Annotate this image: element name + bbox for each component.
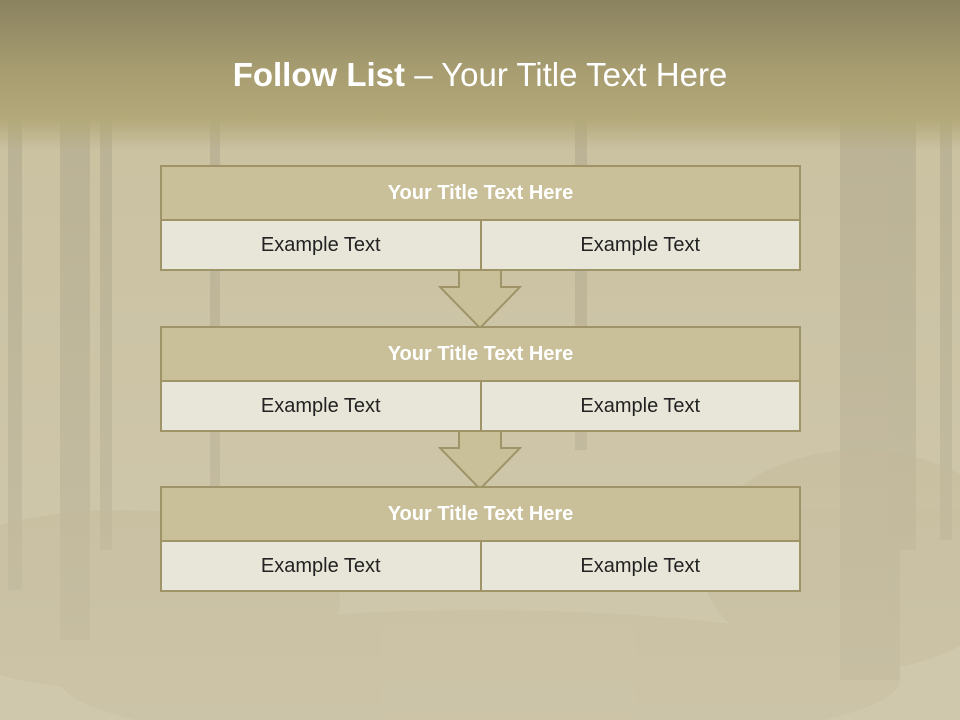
flow-step-row: Example Text Example Text <box>160 542 801 592</box>
page-title: Follow List – Your Title Text Here <box>0 56 960 94</box>
flow-step-cell-left: Example Text <box>160 221 482 271</box>
flow-step-cell-left: Example Text <box>160 382 482 432</box>
page-title-rest: – Your Title Text Here <box>405 56 728 93</box>
flow-step-cell-right: Example Text <box>481 382 801 432</box>
page-title-bold: Follow List <box>232 56 406 93</box>
flow-step-1: Your Title Text Here Example Text Exampl… <box>160 165 801 271</box>
flow-step-title: Your Title Text Here <box>160 486 801 542</box>
flow-step-row: Example Text Example Text <box>160 221 801 271</box>
flow-step-2: Your Title Text Here Example Text Exampl… <box>160 326 801 432</box>
down-arrow-icon <box>438 431 522 491</box>
down-arrow-icon <box>438 270 522 330</box>
flow-step-cell-right: Example Text <box>481 542 801 592</box>
flow-step-title: Your Title Text Here <box>160 326 801 382</box>
title-banner <box>0 0 960 150</box>
flow-step-cell-right: Example Text <box>481 221 801 271</box>
flow-step-row: Example Text Example Text <box>160 382 801 432</box>
flow-step-title: Your Title Text Here <box>160 165 801 221</box>
flow-step-cell-left: Example Text <box>160 542 482 592</box>
flow-step-3: Your Title Text Here Example Text Exampl… <box>160 486 801 592</box>
